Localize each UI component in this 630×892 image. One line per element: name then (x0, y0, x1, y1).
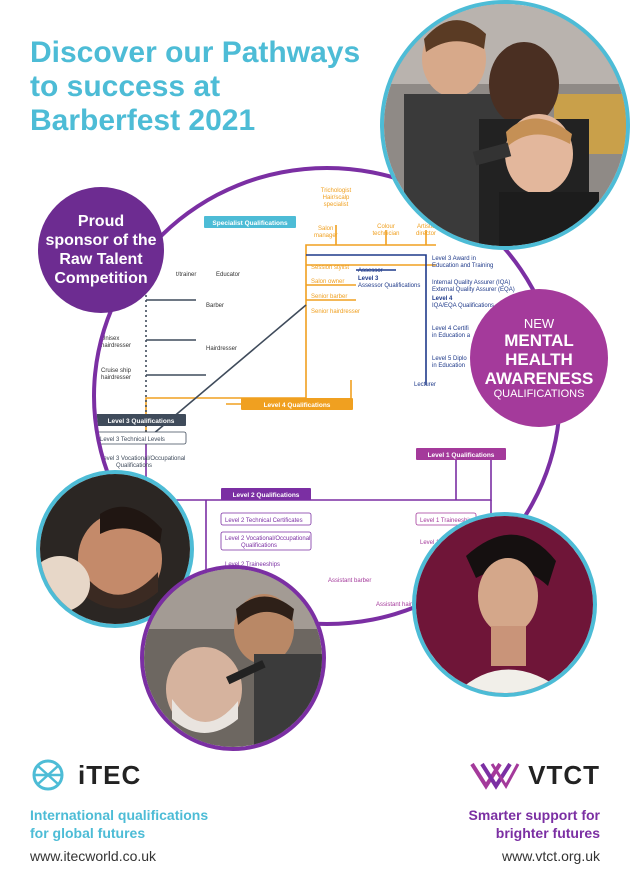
assessor: Assessor (358, 268, 383, 274)
barber-training-illustration (384, 4, 626, 246)
vtct-tagline-2: brighter futures (495, 825, 600, 841)
itec-logo: iTEC (30, 758, 208, 792)
vtct-footer: VTCT Smarter support for brighter future… (469, 758, 600, 865)
l3-tech: Level 3 Technical Levels (100, 437, 165, 443)
headline: Discover our Pathways to success at Barb… (30, 36, 390, 138)
sponsor-badge: Proud sponsor of the Raw Talent Competit… (38, 187, 164, 313)
l2-trainee: Level 2 Traineeships (225, 562, 280, 568)
headline-line-1: Discover our Pathways (30, 36, 361, 69)
level3-box: Level 3 Qualifications (108, 418, 175, 425)
sponsor-line-1: Proud (77, 213, 125, 230)
photo-barber-training (380, 0, 630, 250)
itec-tagline-2: for global futures (30, 825, 146, 841)
senior-hairdresser: Senior hairdresser (311, 309, 360, 315)
salon-owner: Salon owner (311, 279, 344, 285)
iqa: Internal Quality Assurer (IQA)External Q… (432, 280, 515, 293)
mental-line-qualifications: QUALIFICATIONS (493, 387, 585, 400)
vtct-wordmark: VTCT (528, 759, 600, 790)
headline-line-2: to success at (30, 70, 221, 103)
beard-trim-illustration (40, 474, 190, 624)
iqa-level: Level 4 (432, 296, 453, 302)
senior-barber: Senior barber (311, 294, 347, 300)
specialist-header: Specialist Qualifications (212, 220, 288, 227)
mental-line-new: NEW (523, 315, 555, 331)
vtct-chevron-icon (470, 762, 520, 790)
l1-trainee: Level 1 Traineeships (420, 518, 475, 524)
assistant-hair: Assistant hair (376, 602, 412, 608)
sponsor-line-3: Raw Talent (59, 251, 143, 268)
vtct-tagline-1: Smarter support for (468, 807, 600, 823)
shave-illustration (144, 569, 322, 747)
vtct-url[interactable]: www.vtct.org.uk (501, 848, 600, 864)
itec-url[interactable]: www.itecworld.co.uk (30, 848, 157, 864)
vtct-logo: VTCT (469, 758, 600, 792)
itec-wordmark: iTEC (78, 759, 142, 790)
level2-box: Level 2 Qualifications (233, 492, 300, 499)
hairdresser: Hairdresser (206, 346, 237, 352)
itec-globe-icon (32, 759, 64, 791)
mental-line-mental: MENTAL (504, 330, 574, 350)
itec-footer: iTEC International qualifications for gl… (30, 758, 208, 864)
level1-box: Level 1 Qualifications (428, 452, 495, 459)
assistant-barber: Assistant barber (328, 578, 371, 584)
educator: Educator (216, 272, 240, 278)
photo-model (412, 512, 597, 697)
itec-tagline-1: International qualifications (30, 807, 209, 823)
model-illustration (416, 516, 593, 693)
vtct-tagline: Smarter support for brighter futures (469, 806, 600, 842)
mental-health-badge: NEW MENTAL HEALTH AWARENESS QUALIFICATIO… (470, 289, 608, 427)
level4-box: Level 4 Qualifications (264, 402, 331, 409)
lecturer: Lecturer (414, 382, 436, 388)
iqa-quals: IQA/EQA Qualifications (432, 303, 494, 309)
photo-beard-trim (36, 470, 194, 628)
barber: Barber (206, 303, 224, 309)
sponsor-line-4: Competition (54, 270, 148, 287)
headline-line-3: Barberfest 2021 (30, 104, 256, 137)
l2-tech: Level 2 Technical Certificates (225, 518, 303, 524)
trainer: t/trainer (176, 272, 196, 278)
sponsor-line-2: sponsor of the (45, 232, 157, 249)
assessor-level: Level 3 (358, 276, 379, 282)
mental-line-health: HEALTH (505, 349, 573, 369)
photo-shave (140, 565, 326, 751)
session-stylist: Session stylist (311, 265, 349, 271)
assessor-quals: Assessor Qualifications (358, 283, 420, 289)
mental-line-awareness: AWARENESS (484, 368, 594, 388)
l1-other: Level 1 (420, 540, 440, 546)
itec-tagline: International qualifications for global … (30, 806, 208, 842)
